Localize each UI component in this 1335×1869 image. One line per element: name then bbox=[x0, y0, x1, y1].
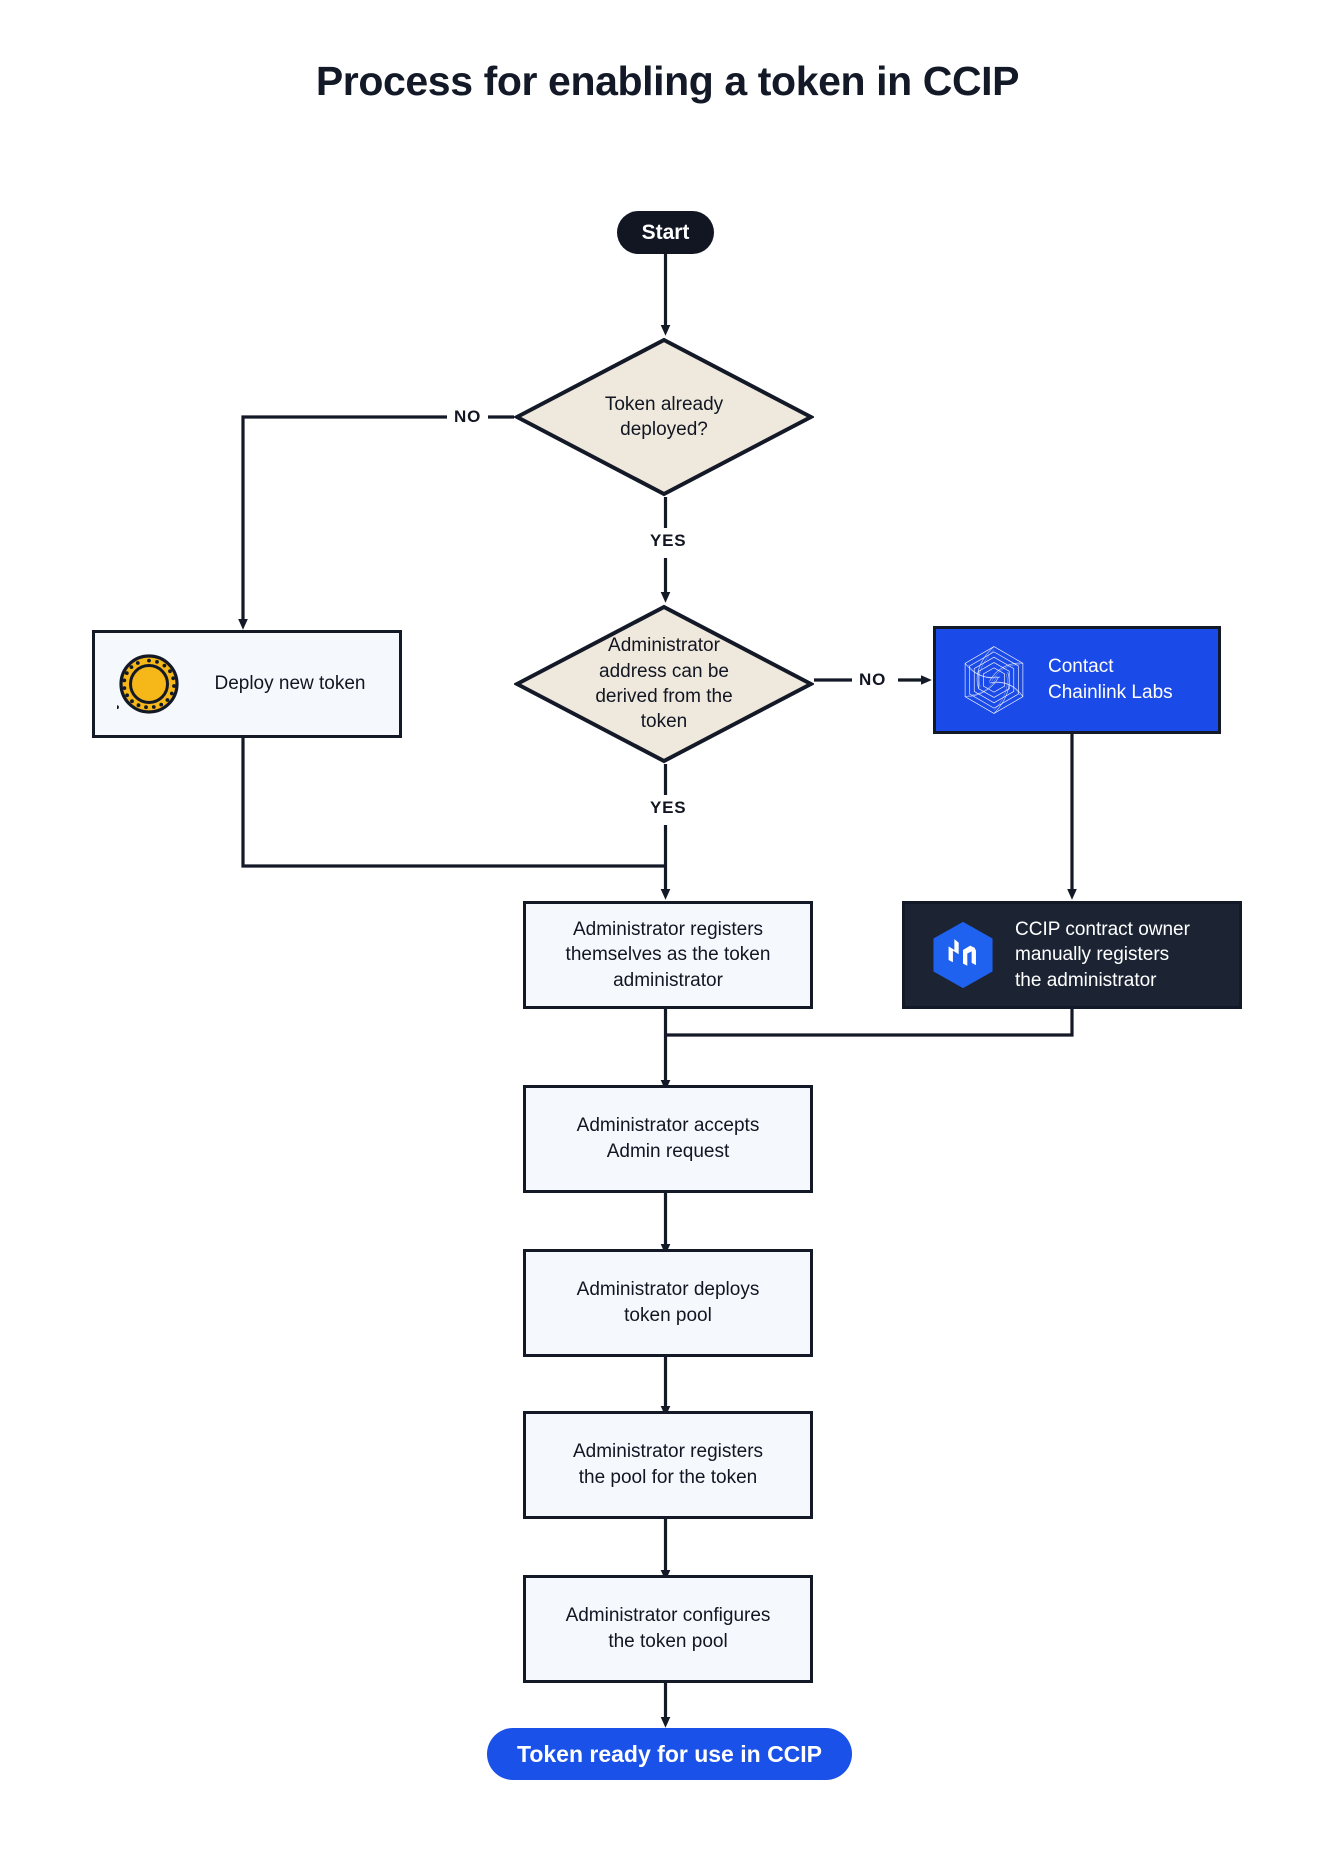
decision2-line1: Administrator bbox=[608, 635, 720, 657]
node-admin-deploys-pool-label: Administrator deploys token pool bbox=[526, 1277, 810, 1328]
regself-line2: themselves as the token bbox=[565, 944, 771, 966]
ccip-line3: the administrator bbox=[1015, 969, 1157, 991]
node-admin-accepts-request-label: Administrator accepts Admin request bbox=[526, 1113, 810, 1164]
node-start-label: Start bbox=[641, 220, 690, 244]
accepts-line1: Administrator accepts bbox=[576, 1115, 760, 1137]
node-admin-registers-pool-label: Administrator registers the pool for the… bbox=[526, 1439, 810, 1490]
chainlink-line2: Chainlink Labs bbox=[1048, 682, 1173, 703]
node-admin-accepts-request[interactable]: Administrator accepts Admin request bbox=[523, 1085, 813, 1193]
chainlink-line1: Contact bbox=[1048, 656, 1114, 678]
node-admin-deploys-pool[interactable]: Administrator deploys token pool bbox=[523, 1249, 813, 1357]
node-contact-chainlink-labs[interactable]: Contact Chainlink Labs bbox=[933, 626, 1221, 734]
decision1-line1: Token already bbox=[604, 393, 724, 415]
node-admin-configures-pool-label: Administrator configures the token pool bbox=[526, 1603, 810, 1654]
regpool-line1: Administrator registers bbox=[572, 1441, 764, 1463]
decision2-line4: token bbox=[640, 711, 688, 733]
edge-ccip-join bbox=[665, 1009, 1074, 1037]
diamond-shape bbox=[514, 604, 814, 764]
node-ccip-contract-owner-label: CCIP contract owner manually registers t… bbox=[1015, 917, 1190, 994]
node-ccip-contract-owner[interactable]: CCIP contract owner manually registers t… bbox=[902, 901, 1242, 1009]
edge-label-no-admin-derived: NO bbox=[852, 668, 894, 692]
edge-label-yes-token-deployed: YES bbox=[643, 529, 694, 553]
accepts-line2: Admin request bbox=[606, 1141, 730, 1162]
regself-line3: administrator bbox=[613, 969, 723, 991]
chainlink-logo-icon bbox=[964, 646, 1024, 714]
node-end-label: Token ready for use in CCIP bbox=[516, 1740, 823, 1767]
node-admin-registers-pool[interactable]: Administrator registers the pool for the… bbox=[523, 1411, 813, 1519]
node-admin-registers-self-label: Administrator registers themselves as th… bbox=[526, 917, 810, 994]
decision1-line2: deployed? bbox=[620, 419, 708, 440]
decision2-line3: derived from the bbox=[595, 686, 733, 707]
ccip-line1: CCIP contract owner bbox=[1015, 918, 1190, 940]
node-contact-chainlink-labs-label: Contact Chainlink Labs bbox=[1048, 654, 1173, 705]
node-decision-admin-derived[interactable]: Administrator address can be derived fro… bbox=[514, 604, 814, 764]
node-start[interactable]: Start bbox=[617, 211, 714, 254]
node-admin-registers-self[interactable]: Administrator registers themselves as th… bbox=[523, 901, 813, 1009]
node-decision-admin-derived-label: Administrator address can be derived fro… bbox=[553, 633, 775, 735]
node-deploy-new-token-label: Deploy new token bbox=[214, 673, 366, 695]
node-decision-token-deployed[interactable]: Token already deployed? bbox=[514, 337, 814, 497]
configpool-line1: Administrator configures bbox=[565, 1605, 771, 1627]
node-admin-configures-pool[interactable]: Administrator configures the token pool bbox=[523, 1575, 813, 1683]
edge-label-yes-admin-derived: YES bbox=[643, 796, 694, 820]
decision2-line2: address can be bbox=[599, 660, 729, 682]
regself-line1: Administrator registers bbox=[572, 918, 764, 940]
deploypool-line1: Administrator deploys bbox=[576, 1279, 760, 1301]
configpool-line2: the token pool bbox=[608, 1631, 728, 1652]
deploypool-line2: token pool bbox=[624, 1305, 712, 1326]
page-title: Process for enabling a token in CCIP bbox=[315, 58, 1020, 104]
edge-label-no-token-deployed: NO bbox=[447, 405, 489, 429]
node-deploy-new-token[interactable]: Deploy new token bbox=[92, 630, 402, 738]
diamond-shape bbox=[514, 337, 814, 497]
edge-decision1-no bbox=[238, 415, 514, 630]
ccip-line2: manually registers bbox=[1015, 944, 1170, 966]
node-decision-token-deployed-label: Token already deployed? bbox=[553, 392, 775, 443]
gold-coin-icon bbox=[117, 654, 179, 714]
ccip-logo-icon bbox=[933, 921, 993, 989]
node-end[interactable]: Token ready for use in CCIP bbox=[487, 1728, 852, 1780]
regpool-line2: the pool for the token bbox=[578, 1467, 758, 1488]
